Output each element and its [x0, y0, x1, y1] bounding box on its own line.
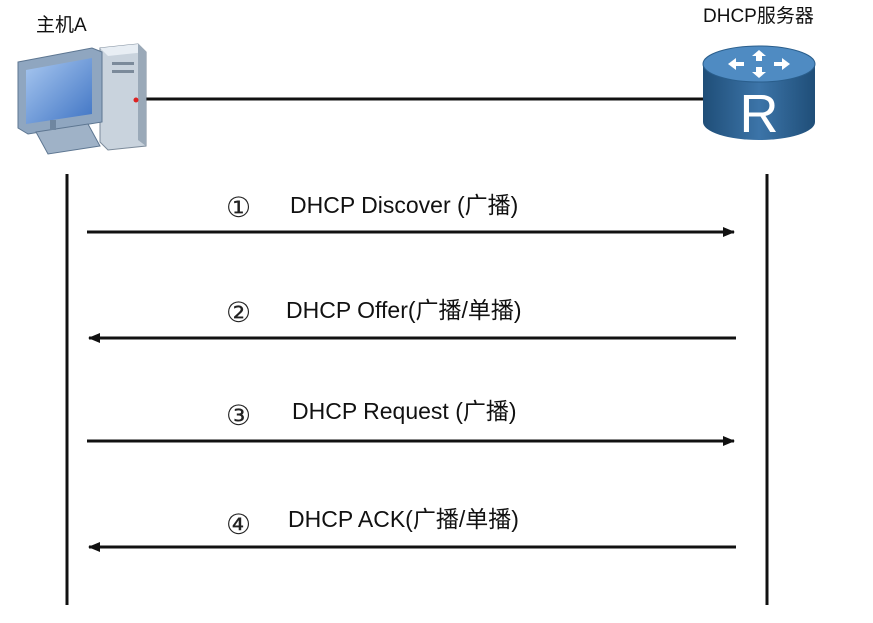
desktop-computer-icon [17, 43, 147, 155]
step-number: ④ [226, 508, 252, 541]
message-label-ack: DHCP ACK(广播/单播) [288, 506, 519, 532]
message-label-offer: DHCP Offer(广播/单播) [286, 297, 522, 323]
router-icon: R [702, 45, 816, 144]
router-r-glyph: R [740, 84, 779, 144]
host-label: 主机A [36, 15, 87, 36]
message-label-discover: DHCP Discover (广播) [290, 192, 519, 218]
server-label: DHCP服务器 [703, 6, 814, 27]
step-number: ① [226, 191, 252, 224]
message-label-request: DHCP Request (广播) [292, 398, 517, 424]
step-number: ③ [226, 399, 252, 432]
step-number: ② [226, 296, 252, 329]
